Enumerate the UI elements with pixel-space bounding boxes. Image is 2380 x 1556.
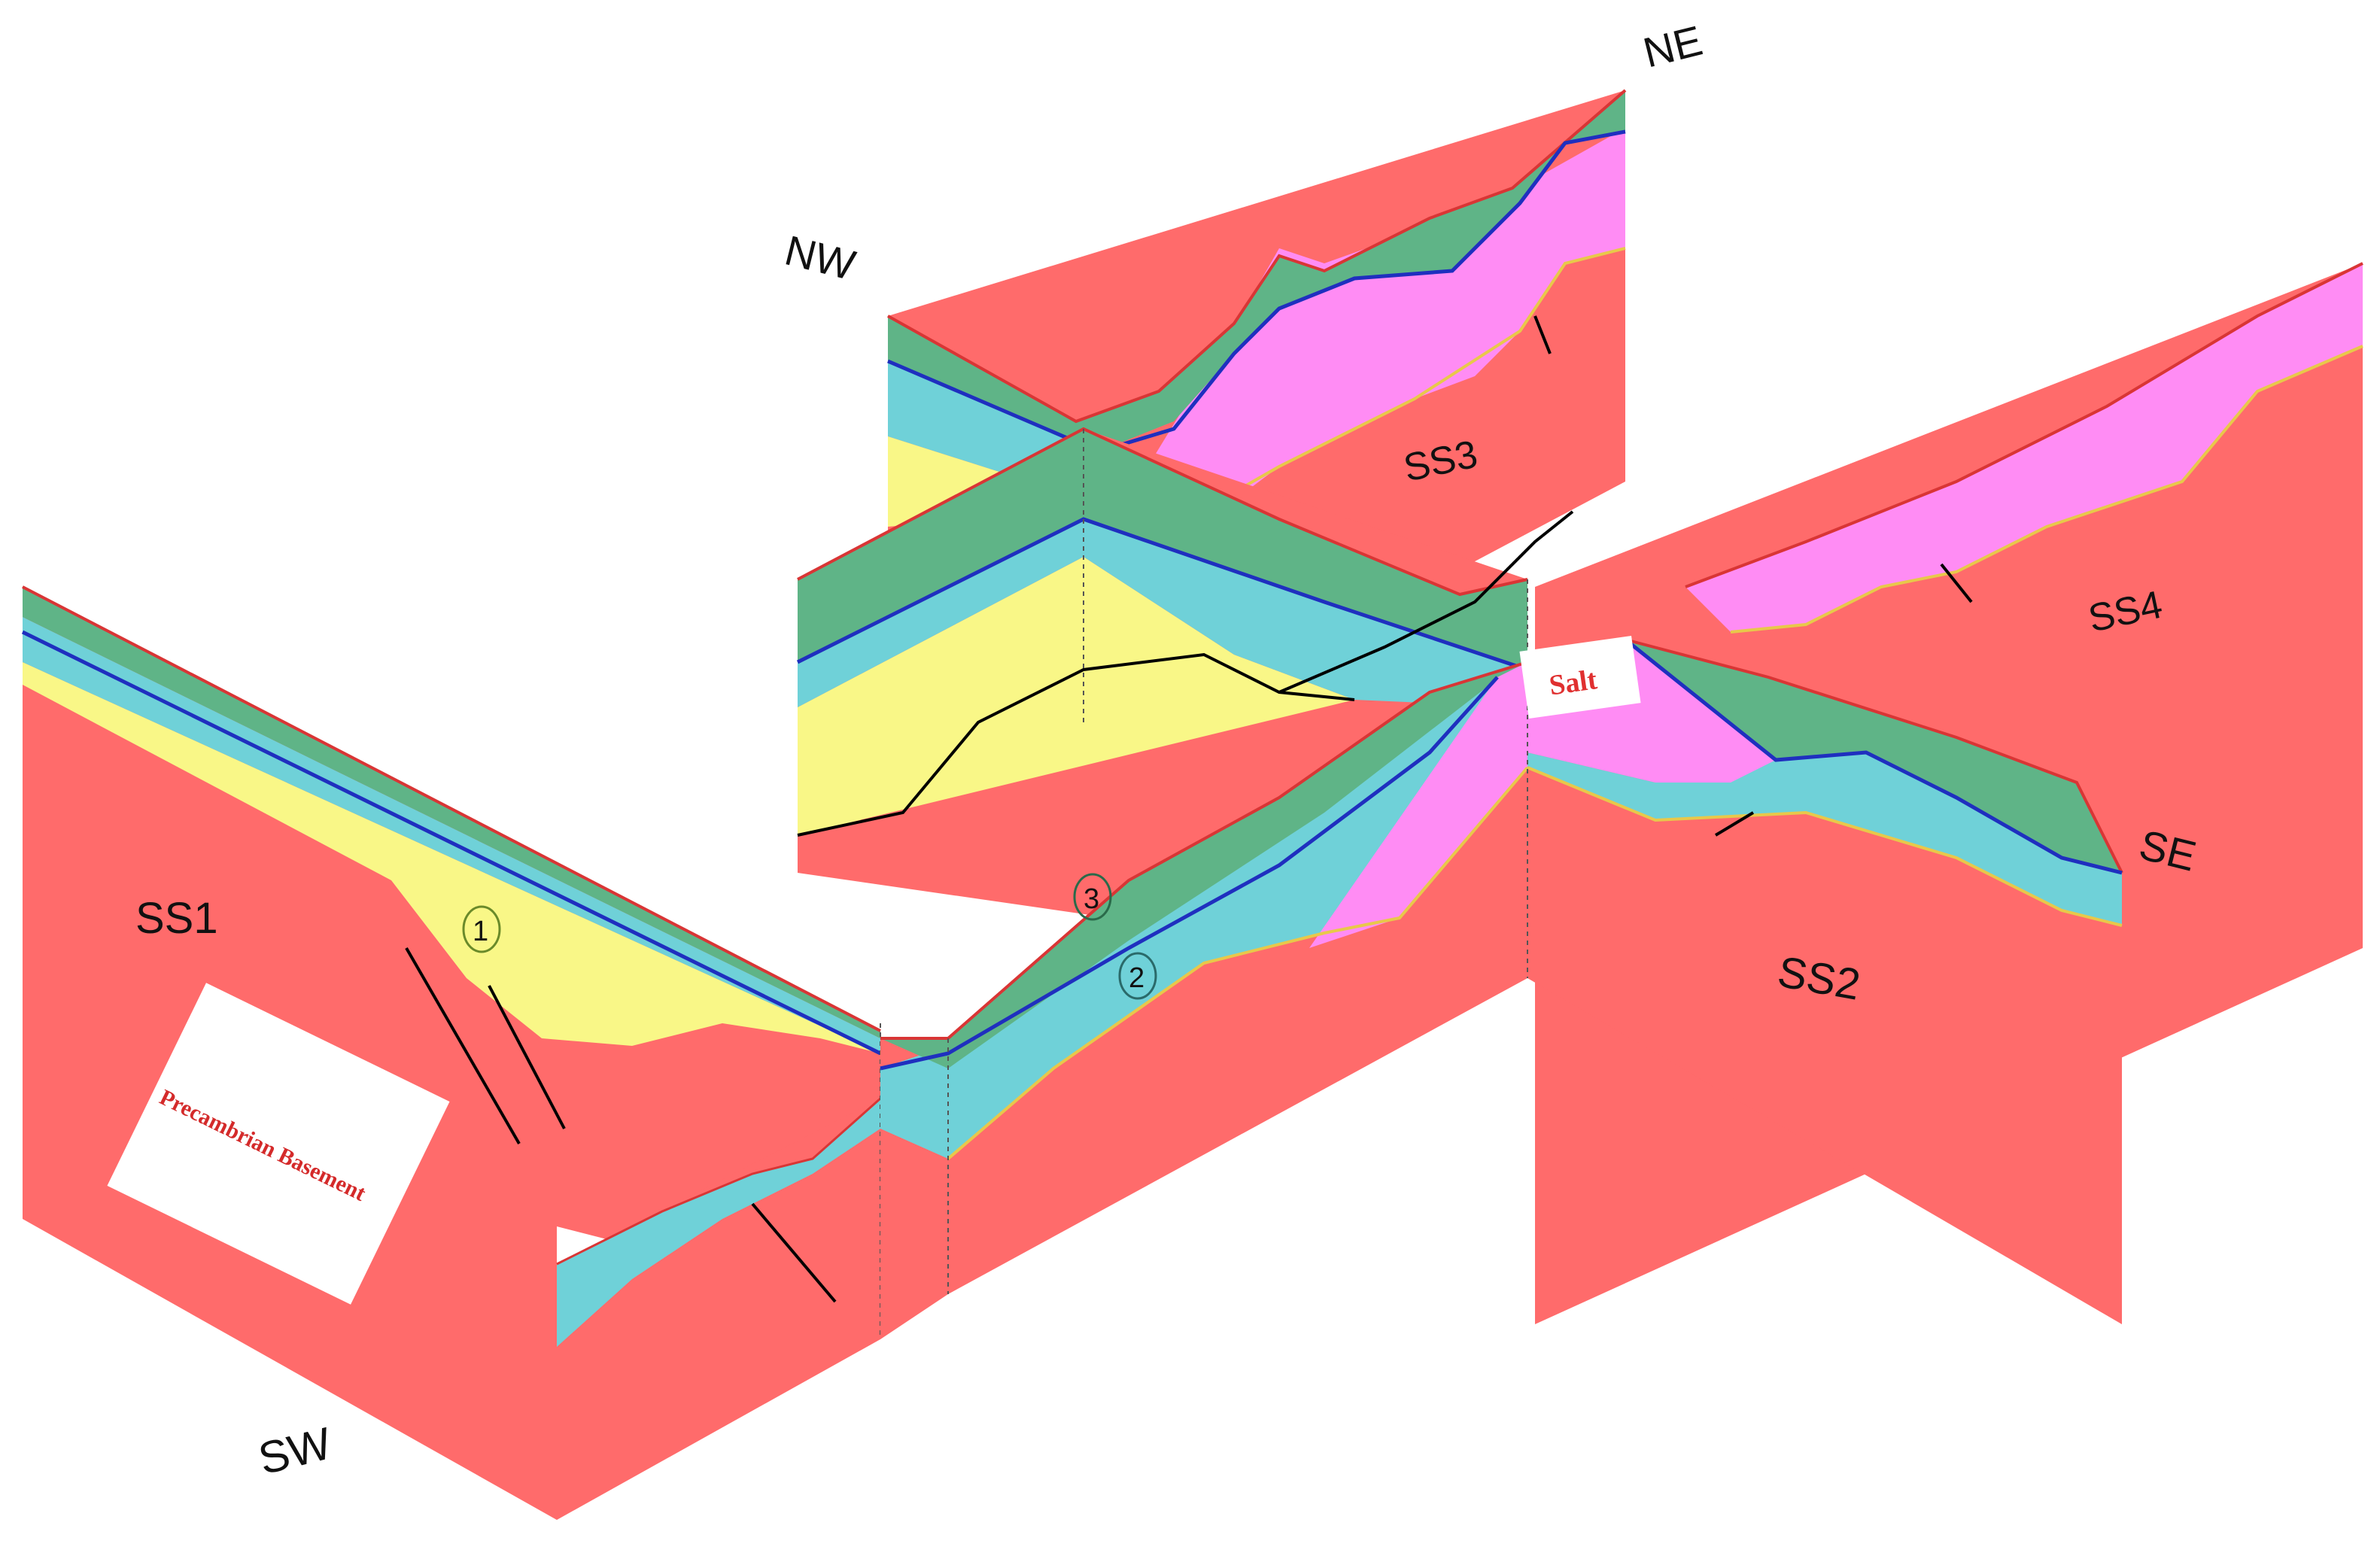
middle-yellow (798, 557, 1354, 835)
salt-label-box (1519, 635, 1641, 719)
ss4-top-surface (1685, 262, 2363, 588)
panel-ss1: Precambrian Basement (21, 585, 882, 1520)
ss2-fault (1714, 811, 1755, 837)
middle-cyan (798, 519, 1527, 707)
middle-fault-curve (1278, 510, 1574, 694)
ss2-wall-green (880, 662, 1527, 1068)
ss1-top-surface (22, 585, 881, 1032)
ss2-face-base (1527, 766, 2123, 927)
basement-label-box (107, 983, 450, 1305)
ss2-wall-cyan (880, 670, 1527, 1159)
panel-ss2: Salt (880, 579, 2123, 1339)
ss1-cyan (23, 617, 880, 1053)
direction-sw: SW (254, 1418, 336, 1484)
middle-top-surface (797, 427, 1528, 597)
marker-3-ring (1073, 873, 1112, 921)
ss1-fault-1 (405, 947, 521, 1144)
ss3-fault (1533, 315, 1552, 354)
direction-ne: NE (1639, 17, 1707, 77)
direction-nw: NW (780, 226, 860, 290)
ss2-wall-base (947, 766, 1529, 1160)
front-wall-top (556, 1097, 881, 1266)
ss1-basement (23, 587, 880, 1520)
ss2-wall-top (880, 661, 1528, 1040)
ss1-green (23, 587, 880, 1038)
front-wall-fault (751, 1202, 837, 1303)
ss1-blue-horizon (21, 630, 882, 1056)
ss2-face-cyan (1527, 752, 2122, 925)
ss2-wall-salt (1309, 662, 1527, 948)
marker-2-ring (1118, 952, 1157, 1000)
marker-1: 1 (473, 916, 488, 947)
ss3-top-surface (887, 89, 1627, 424)
front-wall-basement (557, 1099, 880, 1520)
ss2-wall-blue (880, 676, 1499, 1071)
salt-label: Salt (1547, 664, 1599, 701)
middle-blue-horizon (796, 517, 1528, 672)
ss3-blue-horizon (887, 129, 1626, 454)
marker-3: 3 (1084, 883, 1099, 915)
middle-green (798, 429, 1527, 670)
ss4-fault (1940, 563, 1973, 603)
unit-markers: 1 2 3 (462, 873, 1157, 1000)
ss3-salt (1084, 128, 1625, 572)
section-ss1: SS1 (135, 894, 218, 943)
ss1-fault-2 (488, 985, 566, 1129)
marker-2: 2 (1129, 962, 1144, 994)
ss4-base-horizon (1730, 345, 2363, 634)
marker-1-ring (462, 905, 501, 953)
